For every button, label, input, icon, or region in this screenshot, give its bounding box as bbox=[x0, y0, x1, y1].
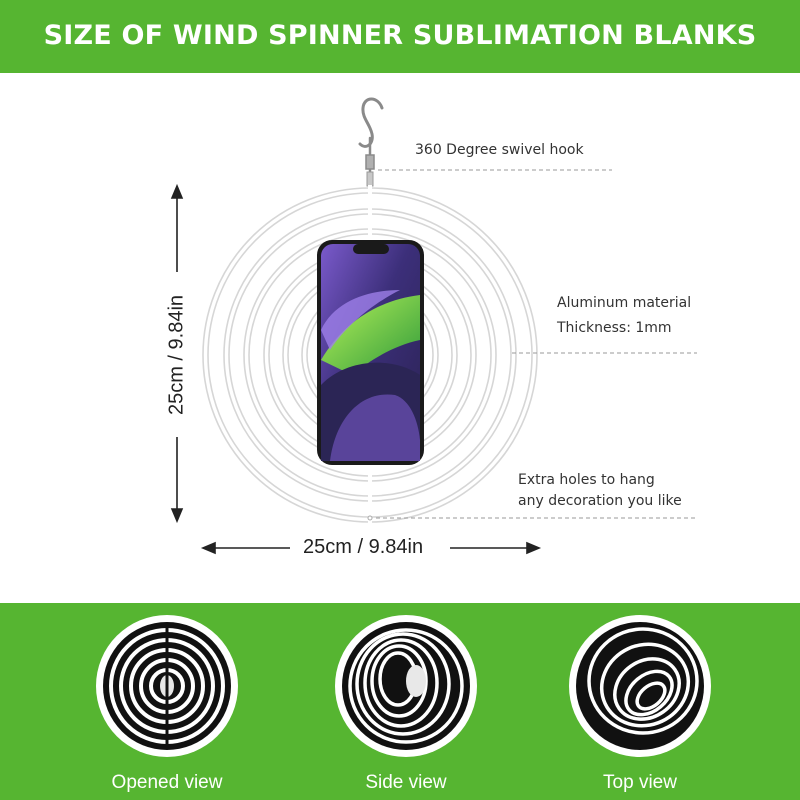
height-dimension-arrow bbox=[170, 183, 184, 524]
holes-callout-line2: any decoration you like bbox=[518, 493, 682, 509]
opened-view-label: Opened view bbox=[111, 772, 223, 793]
width-dimension-label: 25cm / 9.84in bbox=[303, 536, 424, 558]
opened-view-icon bbox=[103, 622, 231, 750]
holes-callout: Extra holes to hang any decoration you l… bbox=[518, 470, 682, 512]
height-dimension-label: 25cm / 9.84in bbox=[165, 294, 188, 416]
holes-callout-line1: Extra holes to hang bbox=[518, 472, 655, 488]
hook-callout-text: 360 Degree swivel hook bbox=[415, 142, 584, 158]
hook-callout: 360 Degree swivel hook bbox=[415, 140, 584, 161]
material-callout: Aluminum material Thickness: 1mm bbox=[557, 293, 691, 339]
top-view-circle bbox=[569, 615, 711, 757]
material-callout-line1: Aluminum material bbox=[557, 295, 692, 311]
opened-view-circle bbox=[96, 615, 238, 757]
side-view-label: Side view bbox=[365, 772, 447, 793]
title-banner: SIZE OF WIND SPINNER SUBLIMATION BLANKS bbox=[0, 0, 800, 73]
side-view: Side view bbox=[316, 615, 496, 794]
page-title: SIZE OF WIND SPINNER SUBLIMATION BLANKS bbox=[43, 20, 757, 51]
opened-view: Opened view bbox=[77, 615, 257, 794]
top-view-label: Top view bbox=[603, 772, 677, 793]
top-view: Top view bbox=[550, 615, 730, 794]
spinner-illustration bbox=[170, 97, 697, 555]
phone-scale-reference bbox=[317, 240, 424, 465]
material-callout-line2: Thickness: 1mm bbox=[557, 320, 672, 336]
side-view-icon bbox=[342, 622, 470, 750]
side-view-circle bbox=[335, 615, 477, 757]
swivel-hook-icon bbox=[358, 97, 384, 187]
top-view-icon bbox=[576, 622, 704, 750]
width-dimension-arrow bbox=[200, 541, 542, 555]
views-banner: Opened view Side view bbox=[0, 603, 800, 800]
